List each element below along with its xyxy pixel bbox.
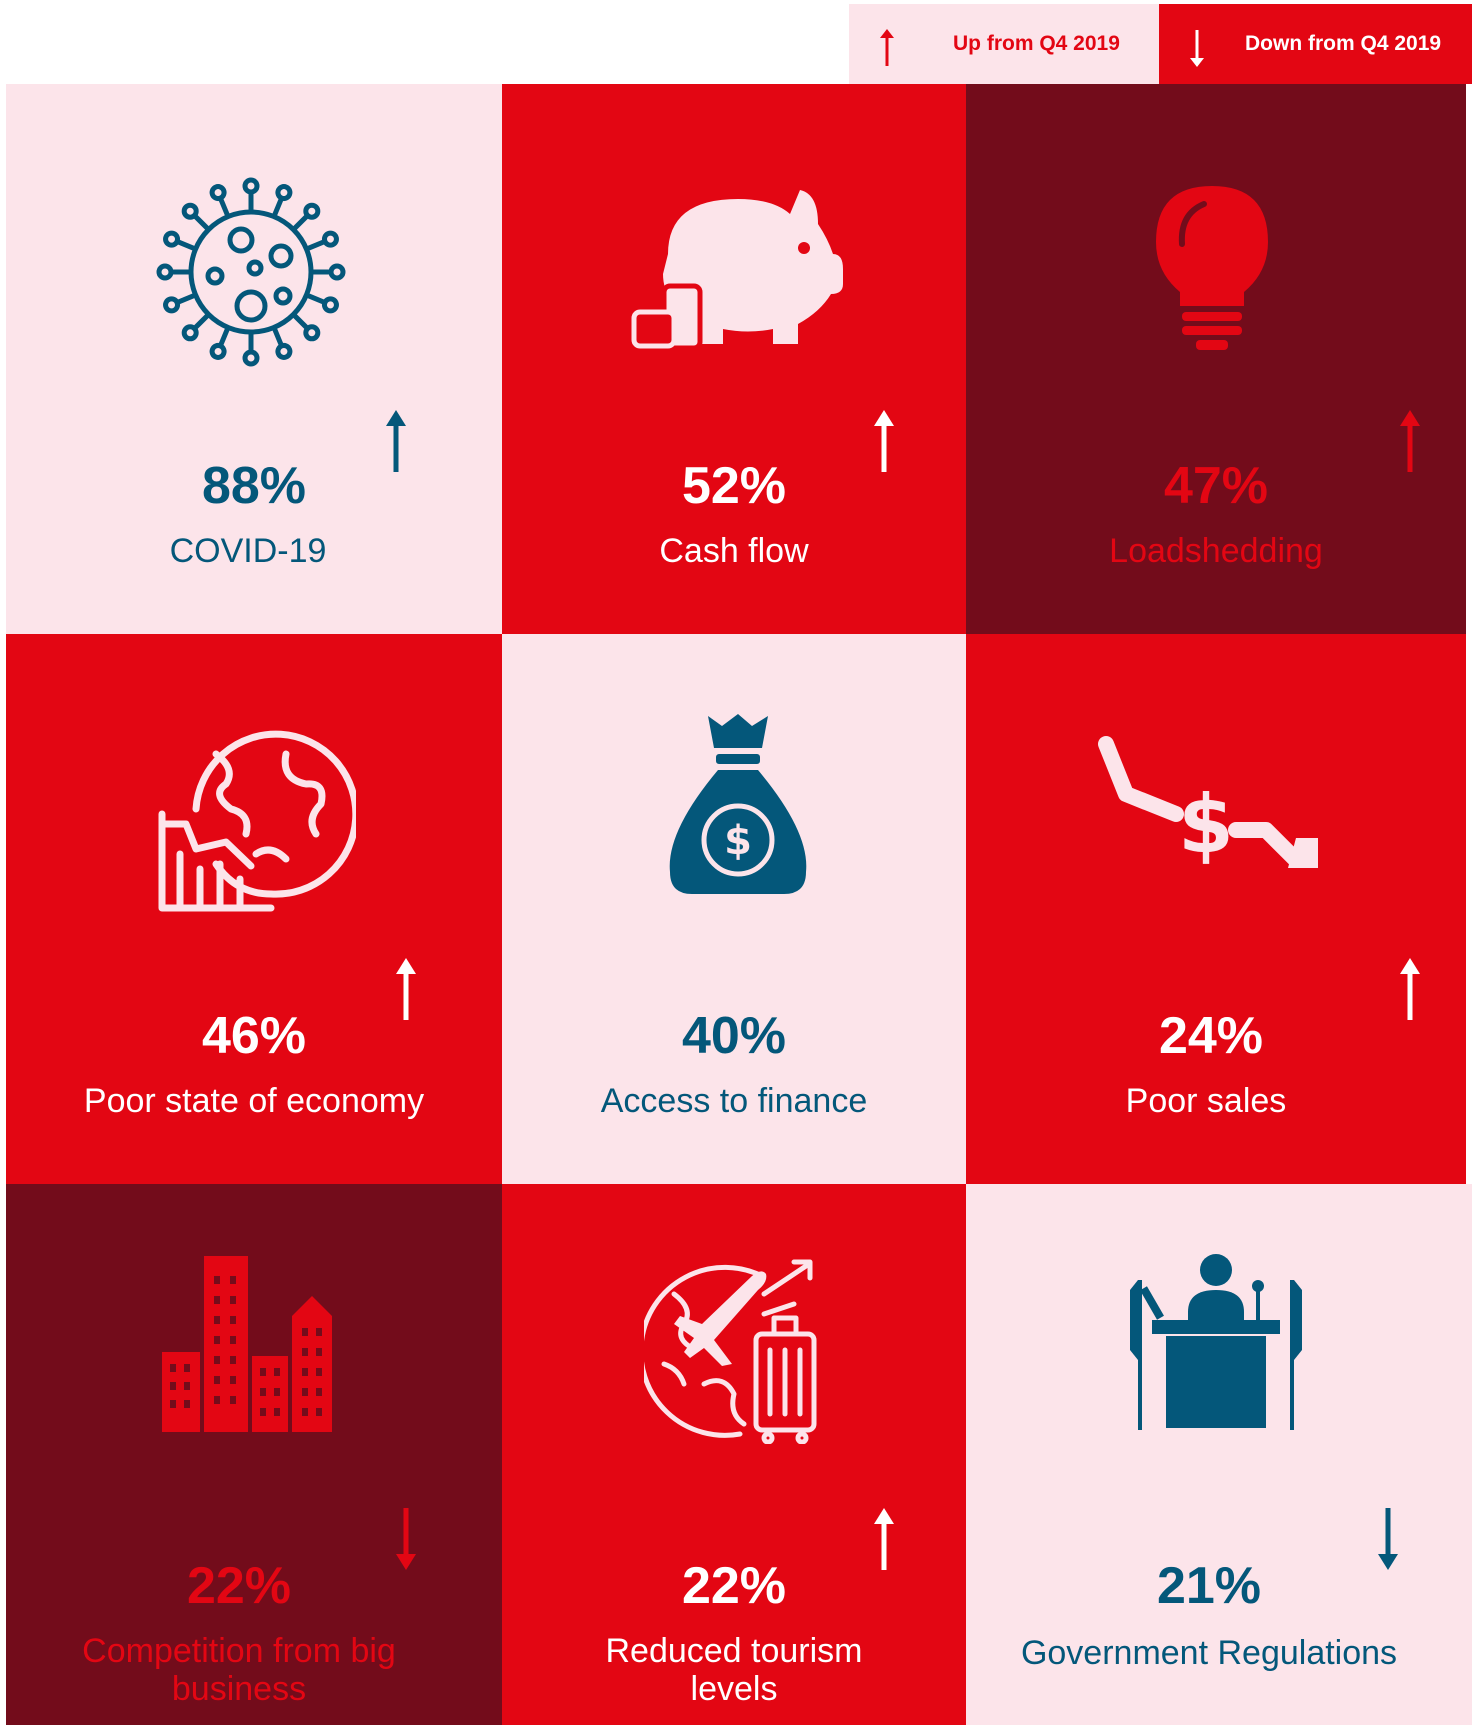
tile-percent: 21% bbox=[1156, 1557, 1262, 1615]
tile-label: Cash flow bbox=[659, 532, 809, 570]
money-bag-icon: $ bbox=[669, 714, 807, 894]
tile-label: Poor sales bbox=[1125, 1082, 1287, 1120]
legend-down: Down from Q4 2019 bbox=[1159, 4, 1472, 84]
trend-up-arrow-icon bbox=[874, 410, 894, 472]
travel-globe-icon bbox=[644, 1259, 817, 1444]
tile-percent: 52% bbox=[681, 457, 787, 515]
tile-label: Poor state of economy bbox=[83, 1082, 425, 1120]
trend-down-arrow-icon bbox=[1378, 1508, 1398, 1570]
legend-up: Up from Q4 2019 bbox=[849, 4, 1159, 84]
arrow-up-icon bbox=[880, 29, 894, 66]
tile-label: COVID-19 bbox=[169, 532, 327, 570]
tile-tourism: 22% Reduced tourism levels bbox=[502, 1184, 966, 1725]
tile-percent: 24% bbox=[1158, 1007, 1264, 1065]
tile-finance: $ 40% Access to finance bbox=[502, 634, 966, 1184]
tile-label: Loadshedding bbox=[1109, 532, 1323, 570]
tile-percent: 22% bbox=[186, 1557, 292, 1615]
trend-up-arrow-icon bbox=[1400, 958, 1420, 1020]
trend-up-arrow-icon bbox=[396, 958, 416, 1020]
trend-down-arrow-icon bbox=[396, 1508, 416, 1570]
trend-up-arrow-icon bbox=[874, 1508, 894, 1570]
legend-up-label: Up from Q4 2019 bbox=[953, 32, 1120, 55]
tile-label: Access to finance bbox=[600, 1082, 868, 1120]
legend-down-label: Down from Q4 2019 bbox=[1245, 32, 1442, 55]
svg-text:$: $ bbox=[1178, 778, 1234, 871]
svg-text:$: $ bbox=[724, 818, 752, 864]
tile-government: 21% Government Regulations bbox=[966, 1184, 1472, 1725]
tile-covid: 88% COVID-19 bbox=[6, 84, 502, 634]
tile-loadshedding: 47% Loadshedding bbox=[966, 84, 1466, 634]
tile-cash-flow: 52% Cash flow bbox=[502, 84, 966, 634]
trend-up-arrow-icon bbox=[1400, 410, 1420, 472]
arrow-down-icon bbox=[1190, 30, 1204, 67]
city-buildings-icon bbox=[162, 1256, 332, 1432]
tile-percent: 22% bbox=[681, 1557, 787, 1615]
tile-poor-sales: $ 24% Poor sales bbox=[966, 634, 1466, 1184]
tile-percent: 46% bbox=[201, 1007, 307, 1065]
virus-icon bbox=[151, 177, 351, 372]
tile-economy: 46% Poor state of economy bbox=[6, 634, 502, 1184]
podium-speaker-icon bbox=[1130, 1254, 1302, 1430]
falling-dollar-icon: $ bbox=[1098, 736, 1318, 871]
tile-label: Government Regulations bbox=[1020, 1634, 1398, 1672]
tile-label: Competition from big business bbox=[82, 1632, 396, 1708]
tile-percent: 40% bbox=[681, 1007, 787, 1065]
tile-label: Reduced tourism levels bbox=[605, 1632, 863, 1708]
light-bulb-icon bbox=[1156, 186, 1268, 350]
tile-percent: 47% bbox=[1163, 457, 1269, 515]
tile-competition: 22% Competition from big business bbox=[6, 1184, 502, 1725]
global-economy-icon bbox=[158, 730, 356, 912]
tile-percent: 88% bbox=[201, 457, 307, 515]
piggy-bank-icon bbox=[631, 190, 843, 351]
trend-up-arrow-icon bbox=[386, 410, 406, 472]
